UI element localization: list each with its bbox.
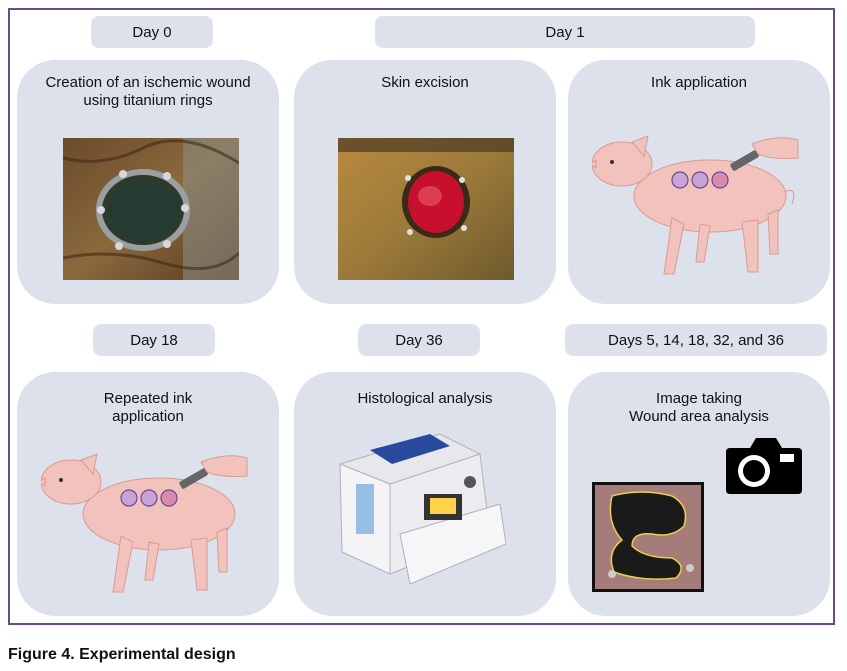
panel-repeated-ink: Repeated ink application [17, 372, 279, 616]
wound-creation-title-line1: Creation of an ischemic wound [45, 74, 251, 91]
day-18-label: Day 18 [93, 324, 215, 356]
panel-skin-excision: Skin excision [294, 60, 556, 304]
ink-injector-icon [730, 137, 799, 171]
wound-ring-photo [63, 138, 239, 280]
panel-imaging: Image taking Wound area analysis [568, 372, 830, 616]
repeated-ink-title-line2: application [112, 408, 184, 425]
days-multi-label: Days 5, 14, 18, 32, and 36 [565, 324, 827, 356]
pig-ink-illustration [592, 135, 799, 275]
microtome-illustration [338, 433, 506, 585]
imaging-title-line1: Image taking [656, 390, 742, 407]
panel-histology: Histological analysis [294, 372, 556, 616]
ink-spots [671, 171, 729, 189]
panel-wound-creation: Creation of an ischemic wound using tita… [17, 60, 279, 304]
imaging-title-line2: Wound area analysis [629, 408, 769, 425]
excision-photo [338, 138, 514, 280]
skin-excision-title: Skin excision [381, 74, 469, 91]
day-36-label: Day 36 [358, 324, 480, 356]
day-1-label: Day 1 [375, 16, 755, 48]
wound-creation-title-line2: using titanium rings [83, 92, 213, 109]
pig-repeated-ink-illustration [41, 453, 248, 593]
repeated-ink-title-line1: Repeated ink [103, 390, 193, 407]
figure-caption: Figure 4. Experimental design [8, 646, 236, 663]
wound-area-photo [592, 482, 704, 592]
histology-title: Histological analysis [357, 390, 493, 407]
camera-icon [726, 438, 802, 494]
panel-ink-application: Ink application [568, 60, 830, 304]
day-0-label: Day 0 [91, 16, 213, 48]
ink-application-title: Ink application [651, 74, 747, 91]
